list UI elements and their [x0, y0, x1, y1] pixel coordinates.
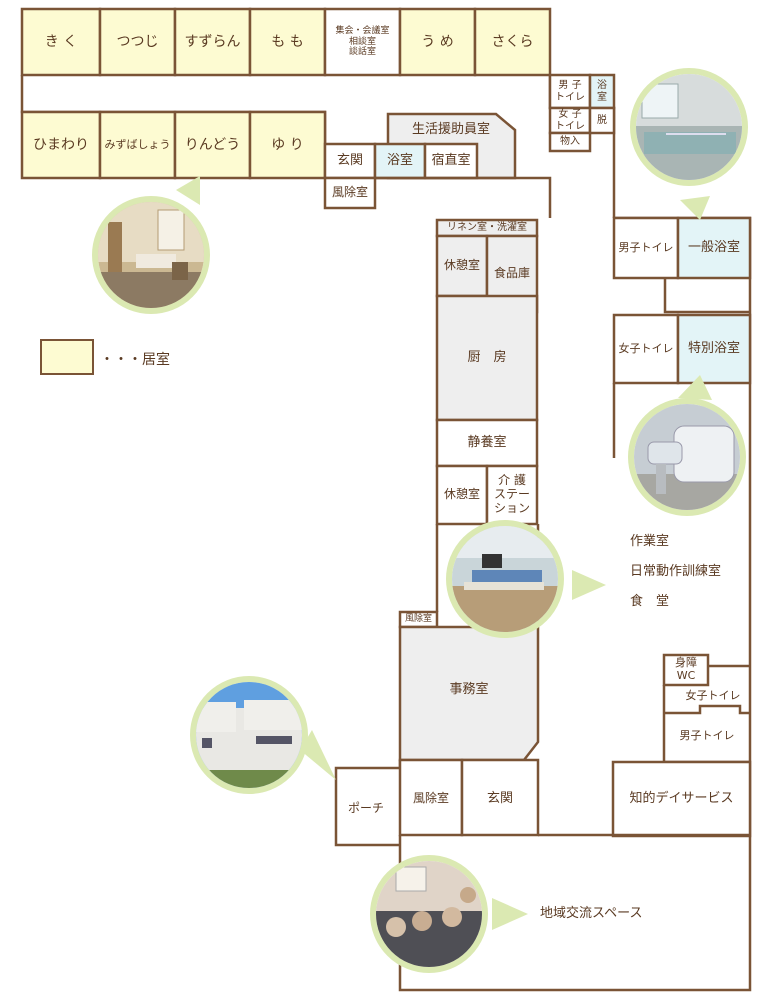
room-label-rest-1: 休憩室	[443, 258, 480, 273]
room-label-meeting: 集会・会議室 相談室 談話室	[335, 26, 390, 58]
room-label-care-station: 介 護 ステー ション	[493, 473, 530, 515]
room-label-windbreak-north: 風除室	[331, 185, 368, 200]
bathtub-image	[636, 74, 742, 180]
room-sakura	[473, 7, 552, 77]
room-label-windbreak-small: 風除室	[404, 614, 432, 625]
room-yuri	[248, 110, 327, 180]
room-label-bath-small: 浴 室	[597, 80, 607, 103]
building-bubble-tail	[300, 730, 336, 780]
room-himawari	[20, 110, 102, 180]
room-label-recovery: 静養室	[467, 434, 507, 450]
special-bath-photo	[628, 398, 746, 516]
room-tsutsuji	[98, 7, 177, 77]
room-label-himawari: ひまわり	[33, 136, 89, 153]
room-meeting	[323, 7, 402, 77]
room-label-staff: 生活援助員室	[411, 121, 490, 137]
bedroom-photo	[92, 196, 210, 314]
room-day-service	[611, 760, 752, 838]
room-label-day-service: 知的デイサービス	[629, 790, 734, 806]
room-entrance-south	[460, 758, 540, 837]
room-mens-toilet-east	[612, 216, 680, 280]
room-label-sakura: さくら	[491, 33, 534, 50]
room-label-tsutsuji: つつじ	[116, 33, 159, 50]
general-bath-photo	[630, 68, 748, 186]
room-label-womens-toilet-small: 女 子 トイレ	[555, 109, 585, 132]
legend-swatch	[40, 339, 94, 375]
room-label-entrance-north: 玄関	[336, 152, 363, 168]
room-label-mens-toilet-east: 男子トイレ	[618, 240, 674, 254]
room-storage	[548, 131, 592, 153]
crowd-event-image	[376, 861, 482, 967]
room-label-womens-toilet-se: 女子トイレ	[685, 688, 741, 702]
dining-hall-image	[452, 526, 558, 632]
room-care-station	[485, 464, 539, 526]
room-general-bath	[676, 216, 752, 280]
bath-bubble-tail	[680, 196, 710, 220]
community-photo	[370, 855, 488, 973]
room-recovery	[435, 418, 539, 468]
room-ume	[398, 7, 477, 77]
room-label-bath-north: 浴室	[386, 152, 413, 168]
room-label-special-bath: 特別浴室	[687, 340, 740, 356]
room-windbreak-south	[398, 758, 464, 837]
room-windbreak-north	[323, 176, 377, 210]
room-label-momo: も も	[271, 33, 304, 50]
room-label-food-storage: 食品庫	[493, 266, 530, 281]
room-label-undress: 脱	[597, 114, 607, 126]
room-label-kitchen: 厨 房	[467, 349, 507, 365]
room-label-office: 事務室	[449, 681, 489, 697]
room-label-windbreak-south: 風除室	[412, 791, 449, 806]
room-label-dining: 食 堂	[630, 593, 670, 609]
room-label-community-space: 地域交流スペース	[540, 905, 643, 921]
north-wall	[375, 176, 552, 218]
special-bubble-tail	[678, 375, 712, 400]
room-label-womens-toilet-east: 女子トイレ	[618, 341, 674, 355]
room-label-daily-training: 日常動作訓練室	[630, 563, 722, 579]
east-partition	[663, 278, 750, 314]
room-label-suzuran: すずらん	[184, 33, 241, 50]
room-label-mizubasho: みずばしょう	[104, 137, 171, 151]
room-label-yuri: ゆ り	[271, 136, 304, 153]
room-label-ume: う め	[421, 33, 454, 50]
legend-label: ・・・居室	[100, 352, 170, 368]
room-label-rindo: りんどう	[184, 136, 241, 153]
room-rest-2	[435, 464, 489, 526]
room-label-rest-2: 休憩室	[443, 487, 480, 502]
room-night-duty	[423, 142, 479, 180]
room-kitchen	[435, 294, 539, 422]
room-womens-toilet-east	[612, 313, 680, 385]
room-label-entrance-south: 玄関	[486, 790, 513, 806]
room-rindo	[173, 110, 252, 180]
room-label-linen: リネン室・洗濯室	[447, 222, 527, 234]
room-label-mens-toilet-small: 男 子 トイレ	[555, 80, 585, 103]
room-label-porch: ポーチ	[347, 801, 384, 816]
room-accessible-wc	[662, 653, 710, 687]
bath-machine-image	[634, 404, 740, 510]
building-exterior-image	[196, 682, 302, 788]
bedroom-bubble-tail	[176, 176, 200, 205]
dining-bubble-tail	[572, 570, 606, 600]
room-label-work-room: 作業室	[630, 533, 670, 549]
building-photo	[190, 676, 308, 794]
room-special-bath	[676, 313, 752, 385]
room-label-kiku: き く	[44, 33, 78, 50]
community-bubble-tail	[492, 898, 528, 930]
room-label-accessible-wc: 身障 WC	[675, 656, 697, 682]
bedroom-image	[98, 202, 204, 308]
dining-photo	[446, 520, 564, 638]
toilet-divider	[664, 704, 750, 715]
room-kiku	[20, 7, 102, 77]
room-label-night-duty: 宿直室	[431, 152, 471, 168]
room-label-storage: 物入	[560, 136, 580, 148]
room-undress	[588, 106, 616, 135]
room-label-mens-toilet-se: 男子トイレ	[679, 728, 735, 742]
room-mizubasho	[98, 110, 177, 180]
room-label-general-bath: 一般浴室	[687, 239, 740, 255]
room-suzuran	[173, 7, 252, 77]
